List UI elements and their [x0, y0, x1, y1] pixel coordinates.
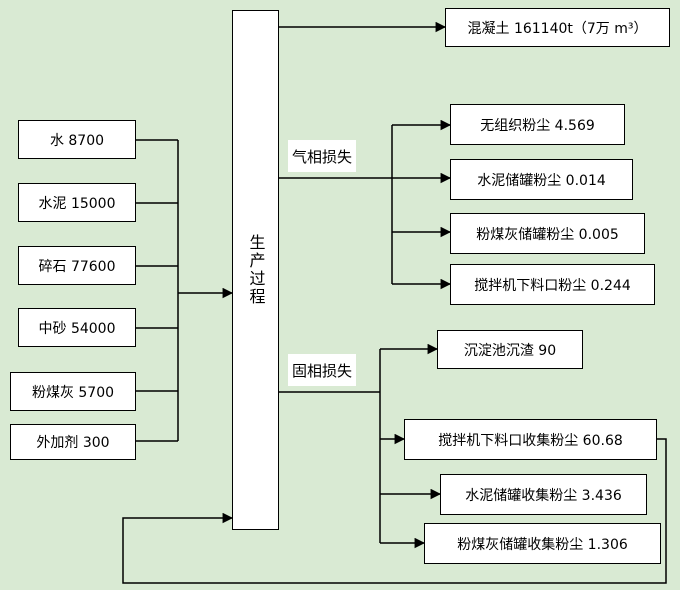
recycle-loop — [122, 438, 667, 584]
process-label: 生产过程 — [246, 234, 266, 306]
process-box: 生产过程 — [232, 10, 279, 530]
gas-item-3: 粉煤灰储罐粉尘 0.005 — [450, 213, 645, 254]
gas-item-2: 水泥储罐粉尘 0.014 — [450, 159, 633, 200]
solid-loss-label: 固相损失 — [288, 354, 357, 386]
input-additive: 外加剂 300 — [10, 424, 136, 460]
input-sand: 中砂 54000 — [18, 308, 136, 347]
input-gravel: 碎石 77600 — [18, 246, 136, 285]
gas-item-1: 无组织粉尘 4.569 — [450, 104, 625, 145]
solid-item-1: 沉淀池沉渣 90 — [437, 330, 583, 369]
input-water: 水 8700 — [18, 120, 136, 159]
solid-item-2: 搅拌机下料口收集粉尘 60.68 — [404, 419, 657, 460]
gas-loss-label: 气相损失 — [288, 140, 357, 172]
gas-item-4: 搅拌机下料口粉尘 0.244 — [450, 264, 655, 305]
solid-item-4: 粉煤灰储罐收集粉尘 1.306 — [424, 523, 661, 564]
input-flyash: 粉煤灰 5700 — [10, 372, 136, 411]
solid-item-3: 水泥储罐收集粉尘 3.436 — [440, 474, 647, 515]
product-box: 混凝土 161140t（7万 m³） — [445, 8, 670, 47]
input-cement: 水泥 15000 — [18, 183, 136, 222]
